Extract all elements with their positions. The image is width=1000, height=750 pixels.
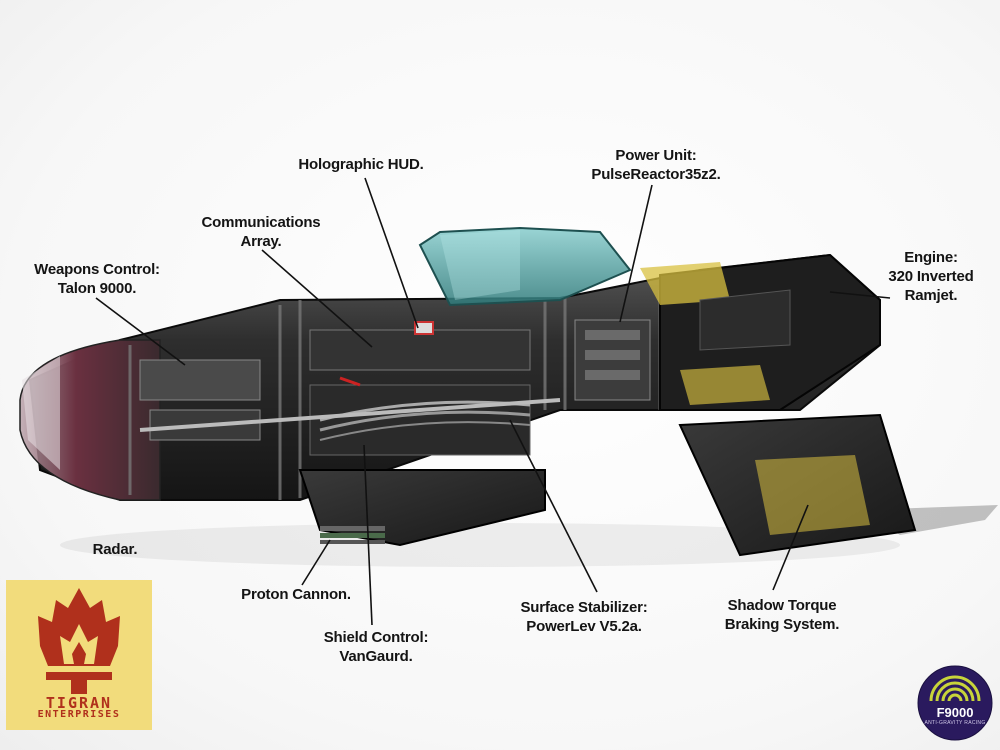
label-holographic-hud: Holographic HUD.	[298, 156, 424, 173]
canopy	[418, 226, 632, 307]
leader-lines	[95, 177, 891, 626]
label-engine: Engine: 320 Inverted Ramjet.	[888, 249, 974, 304]
tigran-name: TIGRAN	[45, 694, 113, 712]
label-weapons-control: Weapons Control: Talon 9000.	[34, 261, 160, 297]
signal-arcs-icon	[917, 665, 993, 741]
engine-accent-lower	[680, 365, 770, 405]
label-power-unit: Power Unit: PulseReactor35z2.	[591, 147, 721, 183]
brake-wing-panel	[755, 455, 870, 535]
flame-logo-icon	[38, 588, 120, 694]
engine-accent	[640, 262, 730, 305]
f9000-name: F9000	[936, 705, 974, 720]
bulkheads	[128, 290, 662, 500]
nose-glass	[22, 356, 60, 470]
label-shadow-torque: Shadow Torque Braking System.	[724, 597, 840, 633]
tigran-subname: ENTERPRISES	[37, 709, 121, 720]
engine-inner	[699, 289, 791, 351]
ground-shadow	[60, 523, 900, 567]
label-shield-control: Shield Control: VanGaurd.	[323, 629, 429, 665]
f9000-tagline: ANTI-GRAVITY RACING	[924, 720, 986, 726]
canopy-highlight	[440, 230, 520, 300]
f9000-logo: F9000 ANTI-GRAVITY RACING	[917, 665, 993, 741]
label-radar: Radar.	[92, 541, 138, 558]
internal-machinery	[139, 319, 651, 456]
tigran-enterprises-logo: TIGRAN ENTERPRISES	[6, 580, 152, 730]
label-proton-cannon: Proton Cannon.	[241, 586, 351, 603]
label-communications-array: Communications Array.	[201, 214, 321, 250]
proton-cannon-barrels	[320, 526, 385, 544]
label-surface-stabilizer: Surface Stabilizer: PowerLev V5.2a.	[520, 599, 648, 635]
